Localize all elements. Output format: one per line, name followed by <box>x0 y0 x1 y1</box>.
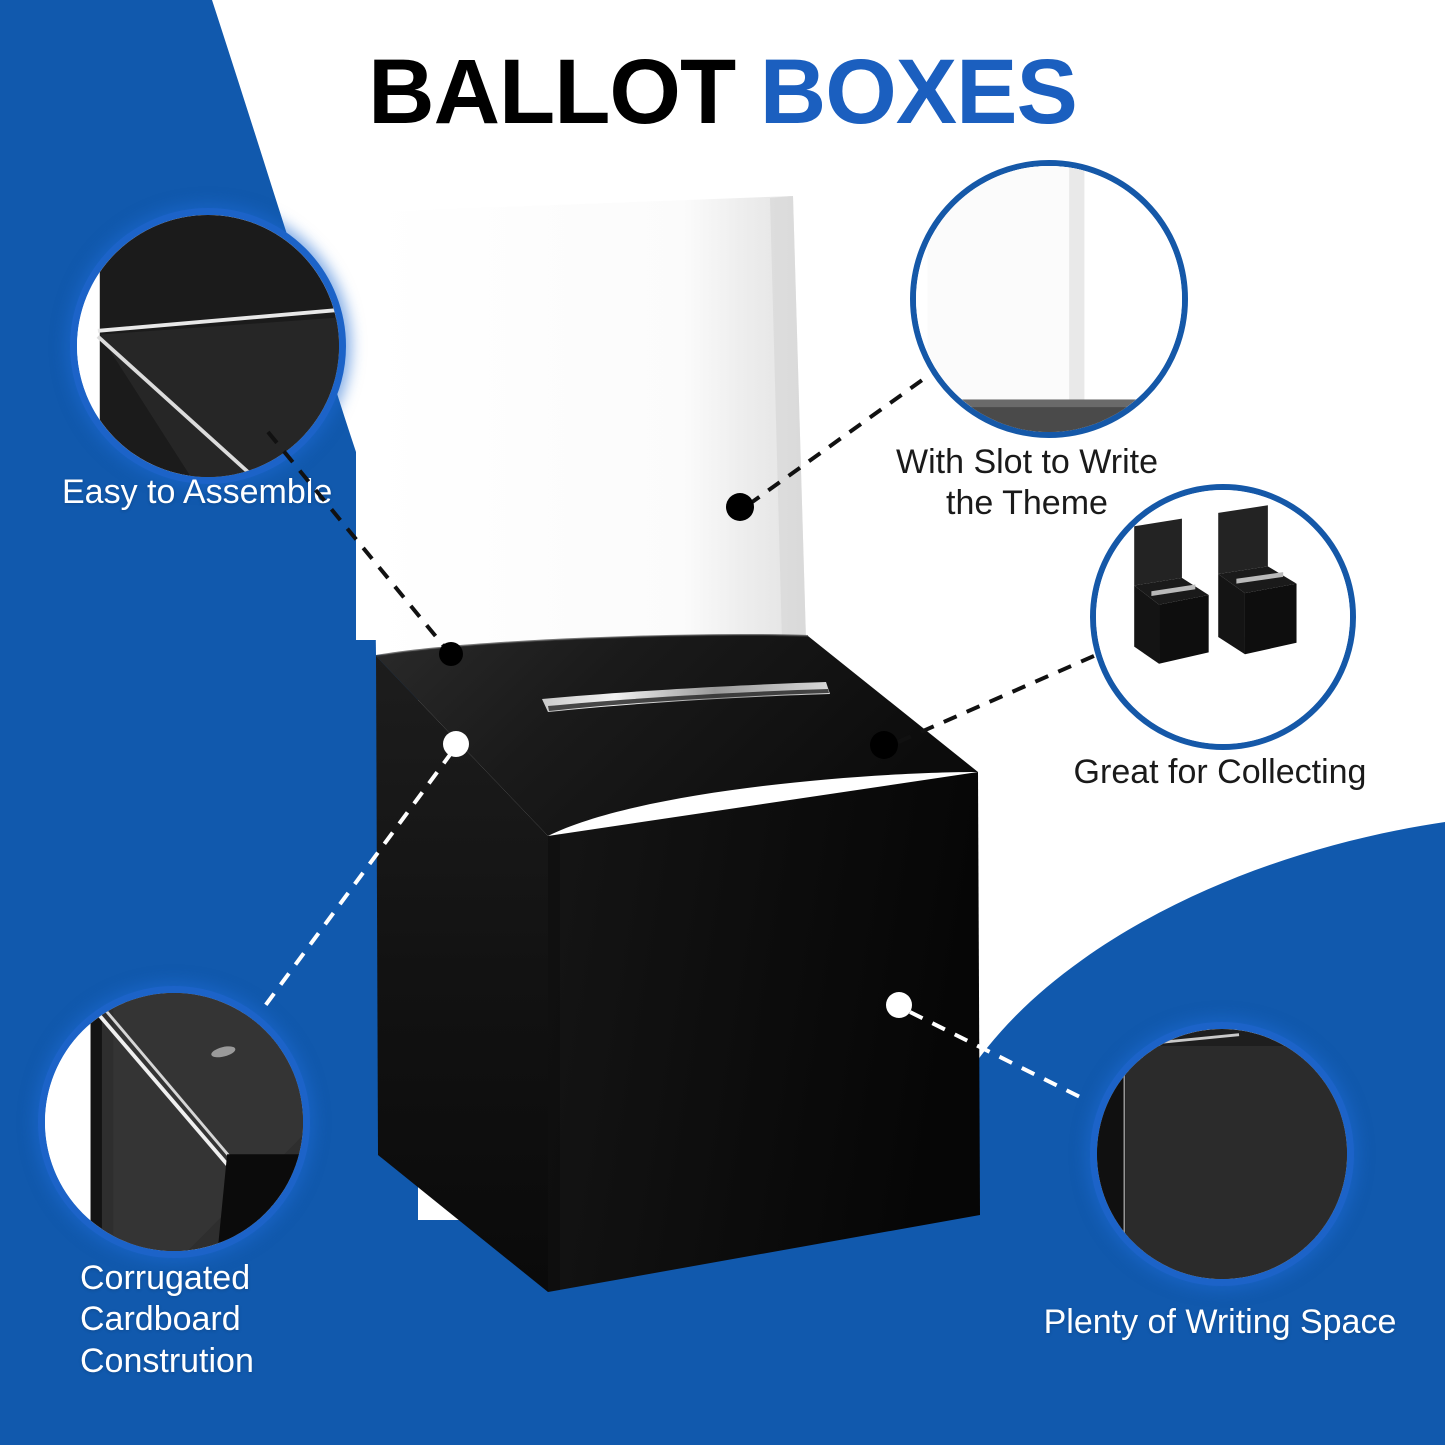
white-header-card <box>370 196 806 655</box>
callout-circle-with-slot-to-write[interactable] <box>910 160 1188 438</box>
label-easy-to-assemble: Easy to Assemble <box>62 473 333 511</box>
callout-circle-plenty-of-writing-space[interactable] <box>1090 1022 1354 1286</box>
callout-circle-easy-to-assemble[interactable] <box>70 208 346 484</box>
label-with-slot-to-write: With Slot to Write the Theme <box>896 443 1158 523</box>
callout-circle-corrugated-cardboard[interactable] <box>38 986 310 1258</box>
mini-ballot-box-a <box>1134 518 1209 664</box>
box-main-face <box>548 772 980 1292</box>
leader-with-slot-to-write <box>726 376 927 521</box>
page-title: BALLOT BOXES <box>0 44 1445 141</box>
leader-great-for-collecting <box>870 650 1104 759</box>
ballot-slot <box>542 682 830 712</box>
title-part-one: BALLOT <box>368 41 736 143</box>
label-plenty-of-writing-space: Plenty of Writing Space <box>1043 1303 1397 1341</box>
label-corrugated-cardboard: Corrugated Cardboard Constrution <box>80 1259 254 1380</box>
detail-box-corner-seam <box>77 215 339 477</box>
box-sloped-top <box>375 633 978 836</box>
box-front-face <box>376 656 548 1292</box>
mini-ballot-box-b <box>1218 505 1297 655</box>
detail-two-ballot-boxes <box>1096 490 1350 744</box>
title-part-two: BOXES <box>759 41 1078 143</box>
leader-plenty-of-writing-space <box>886 992 1083 1100</box>
callout-circle-great-for-collecting[interactable] <box>1090 484 1356 750</box>
leader-corrugated-cardboard <box>260 731 469 1012</box>
leader-easy-to-assemble <box>266 430 463 666</box>
label-great-for-collecting: Great for Collecting <box>1073 753 1367 791</box>
detail-white-header-card <box>916 166 1182 432</box>
detail-corrugated-edge <box>45 993 303 1251</box>
detail-box-side-panel <box>1097 1029 1347 1279</box>
